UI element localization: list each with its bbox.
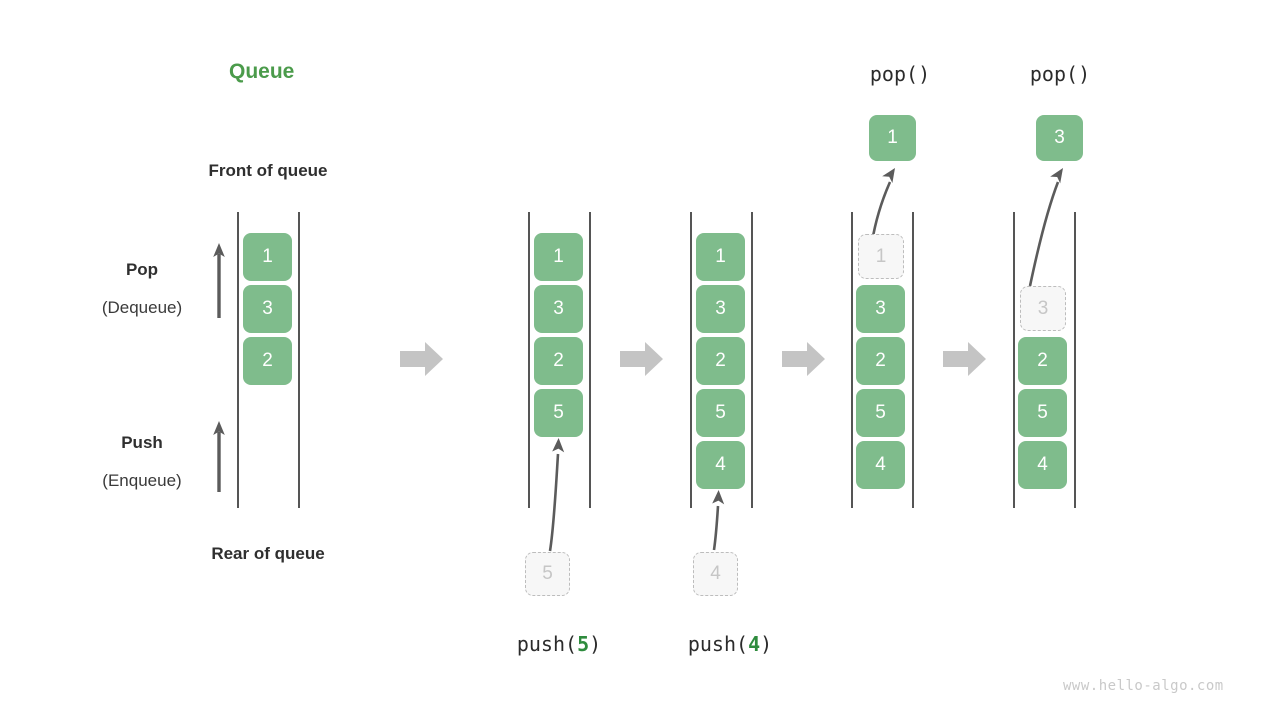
queue-rail-left (237, 212, 239, 508)
pop-label: Pop (125, 260, 159, 279)
push-direction-arrow-icon (213, 421, 225, 492)
popped-value-box: 1 (869, 115, 916, 161)
push-insert-arrow-icon (712, 490, 725, 551)
queue-item-new: 5 (534, 389, 583, 437)
transition-arrow-icon (782, 342, 825, 376)
pop-extract-arrow-icon (1028, 168, 1063, 287)
queue-item-ghost: 3 (1020, 286, 1066, 331)
pop-sublabel: (Dequeue) (101, 298, 183, 317)
op-suffix: ) (918, 62, 931, 86)
queue-item: 4 (856, 441, 905, 489)
op-suffix: ) (589, 632, 602, 656)
queue-item: 2 (534, 337, 583, 385)
queue-item: 2 (1018, 337, 1067, 385)
queue-item: 2 (243, 337, 292, 385)
queue-item: 5 (1018, 389, 1067, 437)
op-prefix: pop( (1029, 62, 1079, 86)
op-prefix: pop( (869, 62, 919, 86)
queue-rail-left (690, 212, 692, 508)
queue-rail-left (528, 212, 530, 508)
op-arg: 5 (577, 632, 590, 656)
op-prefix: push( (516, 632, 578, 656)
queue-item: 1 (534, 233, 583, 281)
queue-item: 2 (856, 337, 905, 385)
queue-item: 1 (696, 233, 745, 281)
incoming-ghost-box: 5 (525, 552, 570, 596)
diagram-title: Queue (229, 60, 295, 83)
queue-item-ghost: 1 (858, 234, 904, 279)
queue-item: 5 (856, 389, 905, 437)
queue-rail-right (1074, 212, 1076, 508)
queue-item: 1 (243, 233, 292, 281)
op-arg: 4 (748, 632, 761, 656)
operation-label-pop-1: pop() (800, 62, 1000, 86)
queue-rail-right (751, 212, 753, 508)
queue-item: 3 (534, 285, 583, 333)
queue-rail-left (1013, 212, 1015, 508)
pop-direction-arrow-icon (213, 243, 225, 318)
queue-item: 4 (1018, 441, 1067, 489)
queue-item: 3 (856, 285, 905, 333)
push-insert-arrow-icon (548, 438, 565, 552)
queue-rail-right (912, 212, 914, 508)
op-suffix: ) (1078, 62, 1091, 86)
push-sublabel: (Enqueue) (102, 471, 182, 490)
watermark: www.hello-algo.com (1063, 678, 1224, 694)
operation-label-push-4: push(4) (630, 632, 830, 656)
transition-arrow-icon (400, 342, 443, 376)
push-label: Push (121, 433, 163, 452)
queue-item-new: 4 (696, 441, 745, 489)
popped-value-box: 3 (1036, 115, 1083, 161)
transition-arrow-icon (620, 342, 663, 376)
front-of-queue-label: Front of queue (208, 161, 328, 180)
operation-label-pop-3: pop() (960, 62, 1160, 86)
transition-arrow-icon (943, 342, 986, 376)
queue-item: 3 (696, 285, 745, 333)
operation-label-push-5: push(5) (459, 632, 659, 656)
queue-item: 3 (243, 285, 292, 333)
queue-rail-right (298, 212, 300, 508)
queue-rail-left (851, 212, 853, 508)
op-suffix: ) (760, 632, 773, 656)
queue-item: 2 (696, 337, 745, 385)
incoming-ghost-box: 4 (693, 552, 738, 596)
op-prefix: push( (687, 632, 749, 656)
rear-of-queue-label: Rear of queue (211, 544, 325, 563)
queue-rail-right (589, 212, 591, 508)
queue-item: 5 (696, 389, 745, 437)
